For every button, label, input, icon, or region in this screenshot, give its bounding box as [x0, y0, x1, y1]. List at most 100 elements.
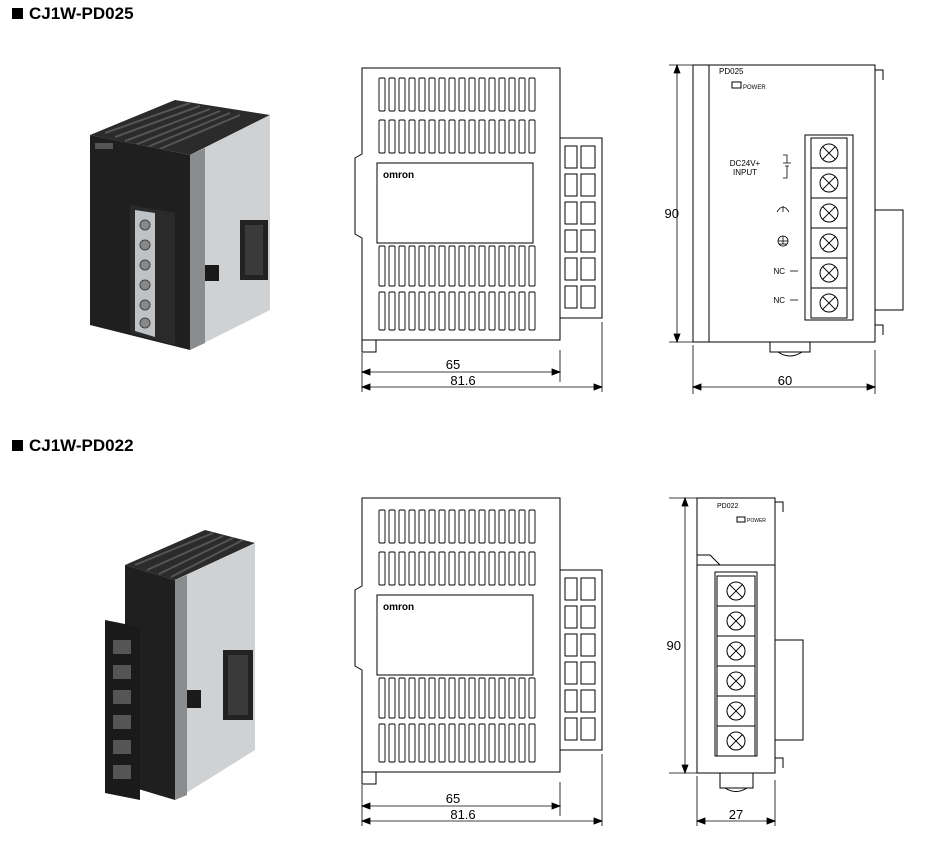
vent-slot	[458, 677, 466, 719]
vent-slot	[478, 77, 486, 112]
vent-slot	[518, 245, 526, 287]
vent-slot	[498, 723, 506, 763]
vent-slot	[518, 77, 526, 112]
vent-slot	[408, 509, 416, 544]
vent-slot	[498, 551, 506, 586]
vent-slot	[478, 551, 486, 586]
vent-slot	[408, 245, 416, 287]
vent-slot	[488, 551, 496, 586]
vent-slot	[378, 77, 386, 112]
vent-slot	[458, 119, 466, 154]
panel-label: PD022	[717, 503, 739, 510]
vent-slot	[478, 723, 486, 763]
vent-slot	[418, 677, 426, 719]
vent-slot	[498, 509, 506, 544]
vent-slot	[468, 677, 476, 719]
vent-slot	[388, 551, 396, 586]
vent-slot	[518, 551, 526, 586]
input-label-line-1: DC24V+	[730, 159, 761, 168]
vent-slot	[428, 723, 436, 763]
vent-slot	[408, 291, 416, 331]
vent-slot	[428, 245, 436, 287]
vent-slot	[438, 245, 446, 287]
terminal-screw-icon	[819, 143, 839, 163]
vent-slot	[478, 245, 486, 287]
vent-slot	[478, 677, 486, 719]
bullet-square-icon	[12, 8, 23, 19]
vent-slot	[468, 291, 476, 331]
vent-slot	[458, 291, 466, 331]
vent-slot	[408, 723, 416, 763]
vent-slot	[498, 77, 506, 112]
vent-slot	[448, 551, 456, 586]
vent-slot	[518, 509, 526, 544]
vent-slot	[508, 551, 516, 586]
dimension-65: 65	[446, 357, 460, 372]
vent-slot	[518, 291, 526, 331]
vent-slot	[488, 723, 496, 763]
vent-slot	[378, 291, 386, 331]
vent-slot	[378, 677, 386, 719]
product-photo-pd025	[90, 100, 270, 350]
vent-slot	[508, 245, 516, 287]
vent-slot	[448, 723, 456, 763]
dimension-81-6: 81.6	[450, 807, 475, 822]
terminal-screw-icon	[819, 263, 839, 283]
product-photo-pd022	[105, 530, 255, 800]
vent-slot	[458, 509, 466, 544]
vent-slot	[468, 551, 476, 586]
vent-slot	[458, 723, 466, 763]
vent-slot	[388, 291, 396, 331]
vent-slot	[458, 77, 466, 112]
front-view-drawing-pd025: omron 65 81.6	[354, 67, 604, 392]
vent-slot	[418, 245, 426, 287]
vent-slot	[488, 291, 496, 331]
vent-slot	[468, 509, 476, 544]
dimension-90: 90	[667, 638, 681, 653]
vent-slot	[378, 723, 386, 763]
vent-slot	[408, 677, 416, 719]
vent-slot	[478, 119, 486, 154]
vent-slot	[488, 509, 496, 544]
vent-slot	[528, 509, 536, 544]
vent-slot	[428, 119, 436, 154]
vent-slot	[398, 551, 406, 586]
vent-slot	[508, 77, 516, 112]
dimension-27: 27	[729, 807, 743, 822]
vent-slot	[468, 77, 476, 112]
side-view-drawing-pd025: PD025 POWER DC24V+ INPUT NC NC 90 60	[665, 63, 904, 394]
nc-label-2: NC	[773, 296, 785, 305]
vent-slot	[398, 723, 406, 763]
vent-slot	[378, 509, 386, 544]
vent-slot	[398, 77, 406, 112]
vent-slot	[438, 77, 446, 112]
vent-slot	[438, 677, 446, 719]
terminal-screw-icon	[819, 293, 839, 313]
vent-slot	[508, 291, 516, 331]
vent-slot	[468, 245, 476, 287]
vent-slot	[408, 119, 416, 154]
vent-slot	[528, 677, 536, 719]
dimension-90: 90	[665, 206, 679, 221]
vent-slot	[418, 291, 426, 331]
vent-slot	[428, 291, 436, 331]
input-label-line-2: INPUT	[733, 168, 757, 177]
vent-slot	[448, 291, 456, 331]
vent-slot	[508, 723, 516, 763]
vent-slot	[388, 245, 396, 287]
vent-slot	[528, 119, 536, 154]
vent-slot	[518, 677, 526, 719]
vent-slot	[458, 551, 466, 586]
power-indicator-label: POWER	[743, 85, 766, 91]
vent-slot	[388, 677, 396, 719]
dimension-65: 65	[446, 791, 460, 806]
vent-slot	[378, 119, 386, 154]
vent-slot	[518, 723, 526, 763]
vent-slot	[408, 551, 416, 586]
terminal-screw-icon	[819, 203, 839, 223]
vent-slot	[478, 509, 486, 544]
vent-slot	[438, 119, 446, 154]
vent-slot	[508, 677, 516, 719]
terminal-screw-icon	[726, 641, 746, 661]
vent-slot	[458, 245, 466, 287]
